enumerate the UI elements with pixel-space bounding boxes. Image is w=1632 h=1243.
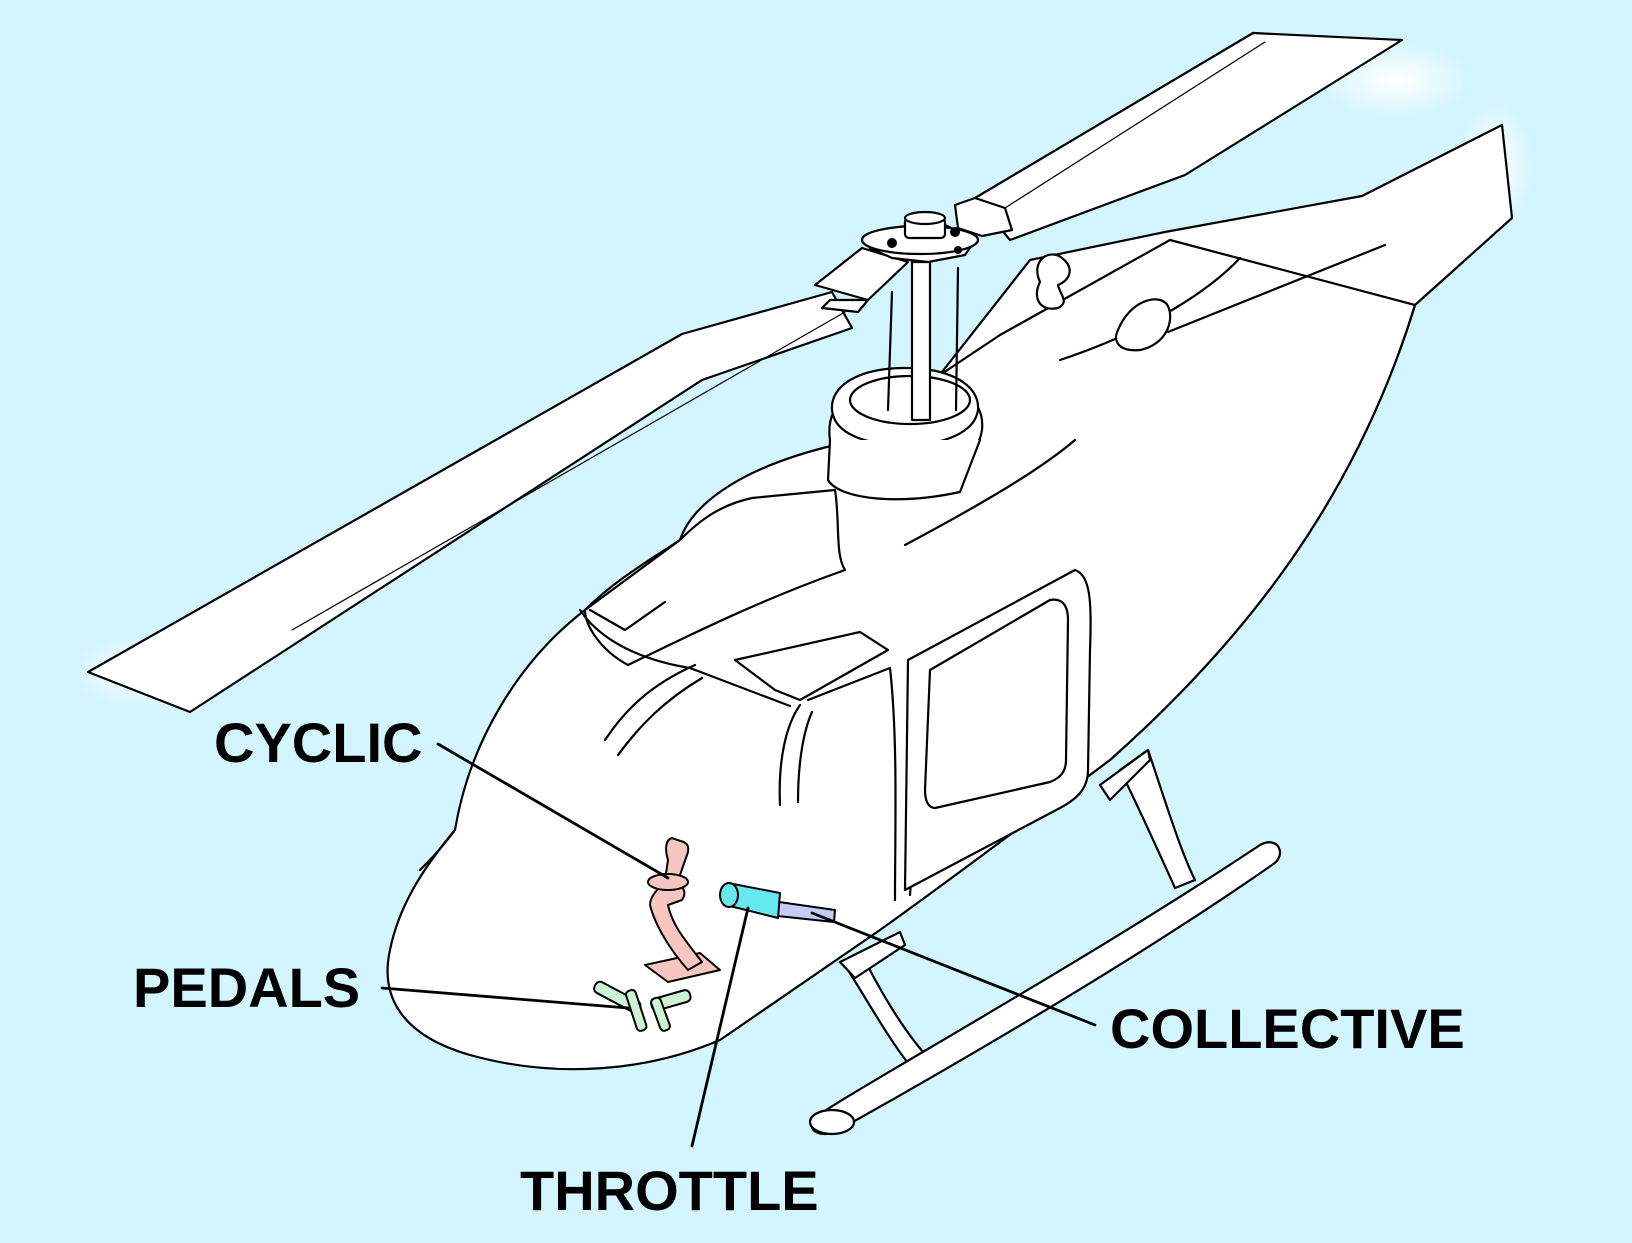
door-window [923, 598, 1070, 810]
windshield-center-pillar-2 [796, 710, 814, 804]
engine-cowling-line-3 [1166, 243, 1387, 334]
pitch-link-left [886, 290, 894, 412]
label-collective: COLLECTIVE [1110, 997, 1465, 1060]
engine-cowling-line-2 [1058, 256, 1242, 362]
label-throttle: THROTTLE [520, 1159, 819, 1222]
pedals-control [593, 980, 692, 1032]
fairing-skirt [826, 438, 982, 501]
fuselage [386, 238, 1417, 1071]
windshield-visor [733, 630, 890, 702]
throttle-cap [719, 882, 739, 908]
label-pedals: PEDALS [133, 956, 360, 1019]
engine-cowling-line-1 [903, 438, 1077, 547]
mast-opening [848, 374, 972, 426]
exhaust-vent [1114, 298, 1172, 352]
leader-cyclic [436, 742, 670, 880]
pedal-left [625, 988, 648, 1032]
rotor-mast [910, 260, 932, 422]
nose-contour [418, 828, 457, 872]
leader-collective [810, 911, 1097, 1027]
leader-throttle [690, 906, 750, 1148]
windshield-pillar-left [603, 663, 697, 742]
cyclic-control [644, 837, 721, 983]
landing-gear [808, 748, 1282, 1136]
intake-vent [1035, 253, 1071, 310]
label-cyclic: CYCLIC [214, 711, 422, 774]
leader-pedals [380, 986, 630, 1010]
cyclic-grip-ring [647, 873, 689, 891]
canopy-edge [588, 600, 667, 632]
canopy-roof [583, 488, 847, 667]
rotor-blade-right [973, 31, 1404, 242]
door-pillar-front [806, 666, 897, 902]
pedal-right [650, 996, 671, 1032]
rotor-hub [813, 196, 1014, 314]
rotor-blade-left [86, 290, 854, 714]
windshield-pillar-left-2 [616, 676, 704, 757]
windshield-center-pillar [778, 703, 802, 807]
windshield-frame-top [578, 608, 792, 708]
pitch-link-right [954, 266, 960, 412]
